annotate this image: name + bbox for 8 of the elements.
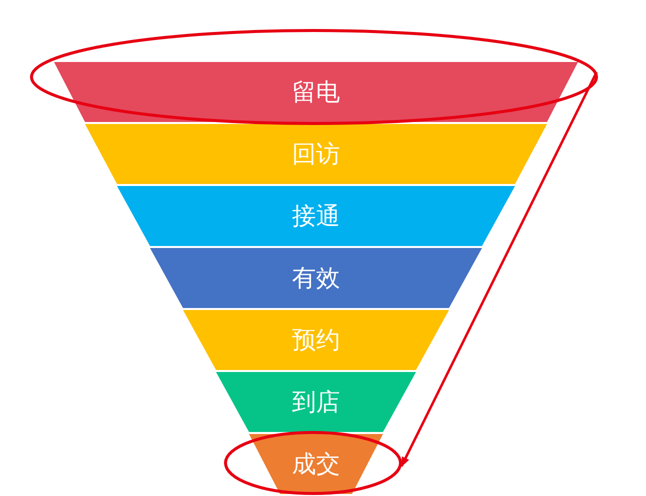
stage-label: 接通 [292, 204, 340, 228]
stage-label: 成交 [292, 452, 340, 476]
stage-label: 回访 [292, 142, 340, 166]
arrow [400, 72, 598, 468]
stage-label: 到店 [292, 390, 340, 414]
stage-label: 预约 [292, 328, 340, 352]
stage-label: 有效 [292, 266, 340, 290]
stage-label: 留电 [292, 80, 340, 104]
